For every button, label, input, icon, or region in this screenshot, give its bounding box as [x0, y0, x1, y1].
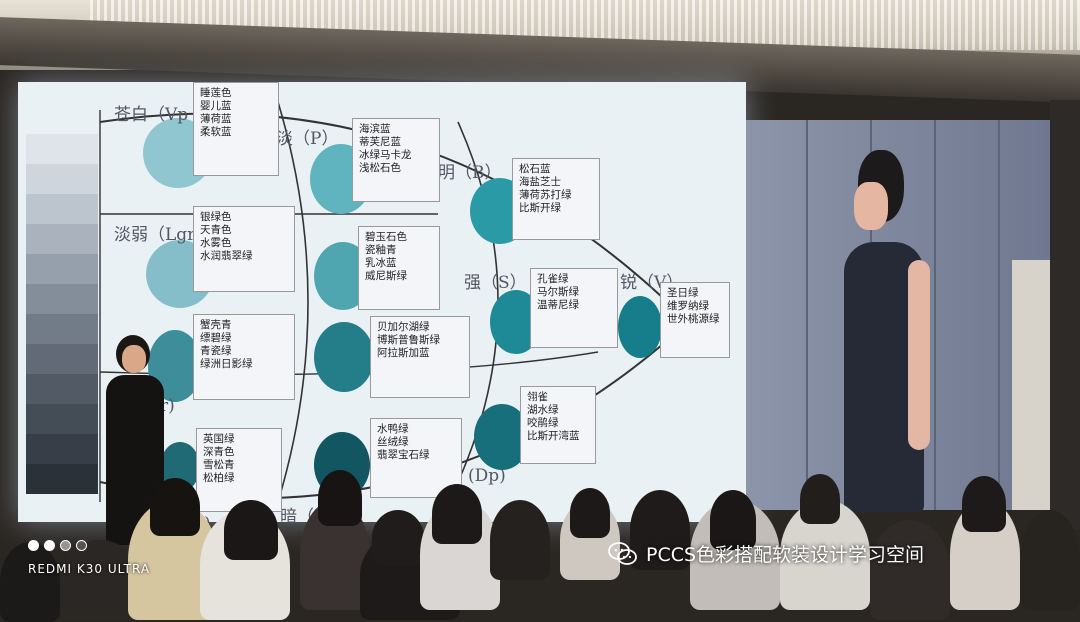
account-watermark: PCCS色彩搭配软装设计学习空间	[608, 540, 924, 567]
camera-model-watermark: REDMI K30 ULTRA	[28, 562, 151, 576]
color-card-lgr: 银绿色 天青色 水雾色 水润翡翠绿	[193, 206, 295, 292]
color-card-dk: 水鸭绿 丝绒绿 翡翠宝石绿	[370, 418, 462, 498]
tone-label-lgr: 淡弱（Lgr	[114, 225, 196, 245]
color-card-p: 海滨蓝 蒂芙尼蓝 冰绿马卡龙 浅松石色	[352, 118, 440, 202]
projection-screen: 苍白（Vp 淡（P） 明（B） 淡弱（Lgr 强（S） 锐（V） r) (Dp)…	[18, 82, 746, 534]
color-name: 马尔斯绿	[537, 286, 579, 298]
color-name: 丝绒绿	[377, 436, 409, 448]
swatch-d	[314, 322, 374, 392]
color-name: 翡翠宝石绿	[377, 449, 430, 461]
color-name: 蟹壳青	[200, 319, 232, 331]
color-name: 深青色	[203, 446, 235, 458]
color-name: 威尼斯绿	[365, 270, 407, 282]
tone-label-b: 明（B）	[438, 163, 502, 183]
color-name: 维罗纳绿	[667, 300, 709, 312]
color-card-v: 圣日绿 维罗纳绿 世外桃源绿	[660, 282, 730, 358]
color-name: 海滨蓝	[359, 123, 391, 135]
color-card-gr: 蟹壳青 缥碧绿 青瓷绿 绿洲日影绿	[193, 314, 295, 400]
swatch-v	[618, 296, 662, 358]
color-name: 雪松青	[203, 459, 235, 471]
color-name: 蒂芙尼蓝	[359, 136, 401, 148]
color-name: 水鸭绿	[377, 423, 409, 435]
color-name: 婴儿蓝	[200, 100, 232, 112]
color-name: 睡莲色	[200, 87, 232, 99]
color-name: 柔软蓝	[200, 126, 232, 138]
color-name: 绿洲日影绿	[200, 358, 253, 370]
color-name: 贝加尔湖绿	[377, 321, 430, 333]
color-name: 阿拉斯加蓝	[377, 347, 430, 359]
wechat-icon	[608, 541, 637, 565]
wall	[1050, 100, 1080, 530]
camera-dots	[28, 540, 87, 551]
color-card-vp: 睡莲色 婴儿蓝 薄荷蓝 柔软蓝	[193, 82, 279, 176]
color-name: 松柏绿	[203, 472, 235, 484]
color-name: 温蒂尼绿	[537, 299, 579, 311]
color-name: 松石蓝	[519, 163, 551, 175]
color-name: 水润翡翠绿	[200, 250, 253, 262]
color-name: 冰绿马卡龙	[359, 149, 412, 161]
tone-label-p: 淡（P）	[276, 129, 339, 149]
color-card-l: 碧玉石色 瓷釉青 乳冰蓝 威尼斯绿	[358, 226, 440, 310]
color-name: 薄荷苏打绿	[519, 189, 572, 201]
color-name: 银绿色	[200, 211, 232, 223]
speaker-on-screen	[838, 150, 930, 512]
color-name: 天青色	[200, 224, 232, 236]
color-card-d: 贝加尔湖绿 博斯普鲁斯绿 阿拉斯加蓝	[370, 316, 470, 398]
color-name: 青瓷绿	[200, 345, 232, 357]
grey-scale-column	[26, 134, 98, 494]
tone-label-dp: (Dp)	[468, 466, 506, 486]
tone-label-vp: 苍白（Vp	[114, 105, 189, 125]
color-name: 浅松石色	[359, 162, 401, 174]
audience	[0, 470, 1080, 622]
color-card-s: 孔雀绿 马尔斯绿 温蒂尼绿	[530, 268, 618, 348]
color-name: 比斯开绿	[519, 202, 561, 214]
color-name: 水雾色	[200, 237, 232, 249]
pillar	[1012, 260, 1050, 510]
color-name: 薄荷蓝	[200, 113, 232, 125]
color-name: 圣日绿	[667, 287, 699, 299]
account-name: PCCS色彩搭配软装设计学习空间	[646, 544, 925, 566]
color-name: 孔雀绿	[537, 273, 569, 285]
color-name: 海盐芝士	[519, 176, 561, 188]
color-name: 缥碧绿	[200, 332, 232, 344]
tone-label-s: 强（S）	[464, 273, 527, 293]
color-name: 世外桃源绿	[667, 313, 720, 325]
color-card-b: 松石蓝 海盐芝士 薄荷苏打绿 比斯开绿	[512, 158, 600, 240]
color-name: 瓷釉青	[365, 244, 397, 256]
color-name: 博斯普鲁斯绿	[377, 334, 440, 346]
color-name: 碧玉石色	[365, 231, 407, 243]
color-name: 英国绿	[203, 433, 235, 445]
color-name: 湖水绿	[527, 404, 559, 416]
color-card-dp: 翎雀 湖水绿 咬鹃绿 比斯开湾蓝	[520, 386, 596, 464]
color-name: 乳冰蓝	[365, 257, 397, 269]
color-name: 翎雀	[527, 391, 548, 403]
color-name: 比斯开湾蓝	[527, 430, 580, 442]
color-name: 咬鹃绿	[527, 417, 559, 429]
